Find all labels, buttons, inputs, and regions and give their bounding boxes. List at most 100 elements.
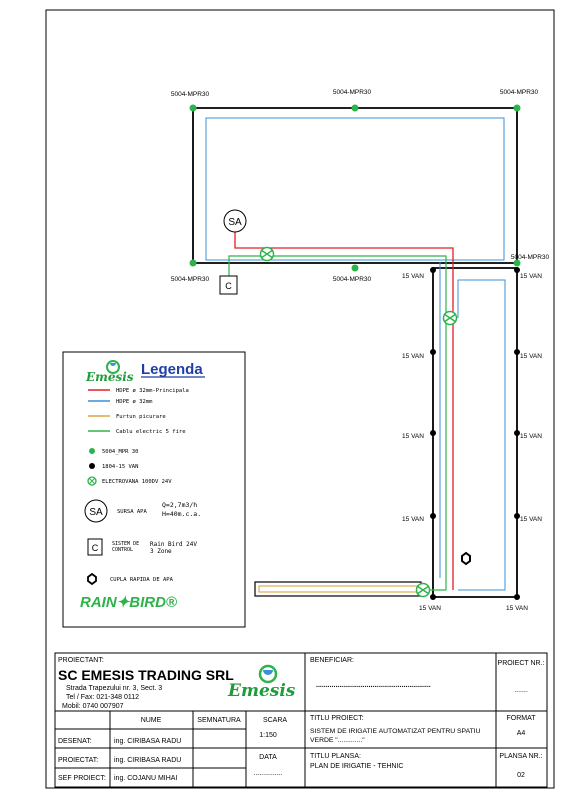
emesis-logo-icon: [258, 664, 278, 684]
title-block-text: PROIECTANT: SC EMESIS TRADING SRL Strada…: [58, 657, 545, 782]
legend-water-source-icon: [84, 499, 108, 523]
titlu-plansa-value: PLAN DE IRIGATIE - TEHNIC: [310, 763, 403, 770]
label-van: 15 VAN: [520, 433, 542, 440]
pipe-main: [234, 232, 454, 590]
sprinkler-van: [430, 513, 436, 519]
label-mpr-top-right: 5004-MPR30: [500, 89, 539, 96]
legend-water-h: H=40m.c.a.: [162, 510, 201, 518]
pipe-secondary-loop: [457, 279, 506, 591]
drip-bed: [254, 581, 422, 597]
data-value: ...............: [253, 770, 282, 777]
sef-proiect-label: SEF PROIECT:: [58, 775, 106, 782]
rain-bird-logo: RAIN✦BIRD®: [80, 594, 178, 611]
valve-icon: [259, 246, 275, 262]
sprinkler-van: [514, 430, 520, 436]
legend: Emesis Legenda HDPE ø 32mm-Principala HD…: [62, 351, 246, 628]
water-source-symbol: SA: [228, 217, 242, 228]
legend-van-dot: [89, 463, 95, 469]
label-van: 15 VAN: [506, 605, 528, 612]
sprinkler-van: [514, 349, 520, 355]
legend-water-source: SURSA APA: [117, 509, 147, 515]
controller-icon: [219, 275, 238, 295]
lawn-boundary-upper: [192, 107, 518, 264]
legend-valve-icon: [87, 476, 97, 486]
legend-quick-coupler-icon: [87, 572, 97, 586]
legend-water-q: Q=2,7m3/h: [162, 501, 197, 509]
label-van: 15 VAN: [520, 516, 542, 523]
legend-controller-label-2: CONTROL: [112, 547, 133, 553]
proiectat-name: ing. CIRIBASA RADU: [114, 757, 181, 764]
legend-controller-value-1: Rain Bird 24V: [150, 541, 197, 548]
sprinkler-van: [514, 267, 520, 273]
sprinkler-mpr: [189, 104, 197, 112]
drip-hose: [258, 585, 418, 593]
titlu-proiect-value-1: SISTEM DE IRIGATIE AUTOMATIZAT PENTRU SP…: [310, 728, 481, 735]
water-source-icon: [223, 209, 247, 233]
label-mpr-top-left: 5004-MPR30: [171, 91, 210, 98]
label-van: 15 VAN: [402, 273, 424, 280]
label-van: 15 VAN: [402, 353, 424, 360]
label-mpr-right-mid: 5004-MPR30: [511, 254, 550, 261]
legend-sa-symbol: SA: [89, 507, 103, 518]
valve-icon: [415, 582, 431, 598]
sprinkler-mpr: [513, 104, 521, 112]
valve-icon: [442, 310, 458, 326]
legend-controller-value-2: 3 Zone: [150, 548, 172, 555]
company-mobile: Mobil: 0740 007907: [62, 703, 124, 710]
sprinkler-mpr: [351, 264, 359, 272]
sprinkler-van: [430, 430, 436, 436]
legend-controller-label-1: SISTEM DE: [112, 541, 139, 547]
sprinkler-mpr: [189, 259, 197, 267]
controller-symbol: C: [225, 281, 232, 291]
proiectant-label: PROIECTANT:: [58, 657, 104, 664]
proiectat-label: PROIECTAT:: [58, 757, 98, 764]
label-mpr-bottom-mid: 5004-MPR30: [333, 276, 372, 283]
titlu-proiect-value-2: VERDE ".............": [310, 737, 365, 744]
electric-cable: [228, 255, 447, 591]
site-plan: 5004-MPR30 5004-MPR30 5004-MPR30 5004-MP…: [171, 89, 550, 612]
scara-value: 1:150: [259, 732, 277, 739]
sef-proiect-name: ing. COJANU MIHAI: [114, 775, 177, 782]
legend-mpr-dot: [89, 448, 95, 454]
legend-quick-coupler: CUPLA RAPIDA DE APA: [110, 577, 174, 583]
legend-title: Legenda: [141, 361, 203, 378]
format-label: FORMAT: [506, 715, 536, 722]
label-van: 15 VAN: [520, 273, 542, 280]
sprinkler-mpr: [513, 259, 521, 267]
label-van: 15 VAN: [402, 433, 424, 440]
beneficiar-label: BENEFICIAR:: [310, 657, 354, 664]
legend-pipe-main: HDPE ø 32mm-Principala: [116, 388, 189, 394]
legend-controller-icon: [87, 538, 103, 556]
label-van: 15 VAN: [419, 605, 441, 612]
company-phone: Tel / Fax: 021-348 0112: [66, 694, 139, 701]
drawing-frame: [45, 9, 555, 789]
quick-coupler-icon: [461, 551, 471, 566]
sprinkler-van: [514, 594, 520, 600]
sprinkler-mpr: [351, 104, 359, 112]
beneficiar-value: ........................................…: [316, 682, 431, 689]
legend-sprinkler-van: 1804-15 VAN: [102, 464, 138, 470]
data-label: DATA: [259, 754, 277, 761]
sprinkler-van: [430, 594, 436, 600]
semnatura-header: SEMNATURA: [197, 717, 241, 724]
legend-valve: ELECTROVANA 100DV 24V: [102, 479, 172, 485]
desenat-name: ing. CIRIBASA RADU: [114, 738, 181, 745]
legend-pipe-secondary: HDPE ø 32mm: [116, 399, 153, 405]
label-van: 15 VAN: [520, 353, 542, 360]
proiect-nr-label: PROIECT NR.:: [498, 660, 545, 667]
sprinkler-van: [430, 267, 436, 273]
desenat-label: DESENAT:: [58, 738, 92, 745]
legend-cable: Cablu electric 5 fire: [116, 429, 186, 435]
label-van: 15 VAN: [402, 516, 424, 523]
plansa-nr-label: PLANSA NR.:: [499, 753, 542, 760]
title-block: [54, 652, 548, 788]
company-address: Strada Trapezului nr. 3, Sect. 3: [66, 685, 162, 692]
emesis-logo-icon: Emesis: [85, 360, 134, 384]
scara-header: SCARA: [263, 717, 287, 724]
titlu-proiect-label: TITLU PROIECT:: [310, 715, 364, 722]
nume-header: NUME: [141, 717, 162, 724]
label-mpr-top-mid: 5004-MPR30: [333, 89, 372, 96]
label-mpr-bottom-left: 5004-MPR30: [171, 276, 210, 283]
legend-brand: Emesis: [85, 370, 134, 384]
